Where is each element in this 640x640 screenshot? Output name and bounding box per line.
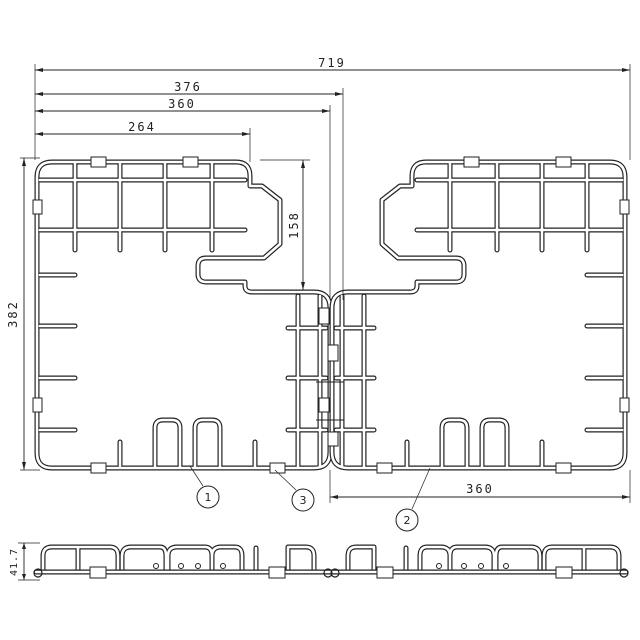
callout-3: 3 — [274, 469, 315, 512]
callout-2: 2 — [395, 467, 431, 532]
dim-382: 382 — [6, 300, 20, 328]
side-view — [33, 544, 629, 579]
dim-158: 158 — [287, 211, 301, 239]
dim-360-top: 360 — [168, 97, 196, 111]
svg-text:3: 3 — [300, 494, 307, 507]
dimension-lines — [22, 68, 630, 580]
callout-1: 1 — [189, 465, 220, 509]
dim-376: 376 — [174, 80, 202, 94]
svg-text:2: 2 — [404, 514, 411, 527]
extension-lines — [18, 64, 631, 581]
dim-overall-width: 719 — [318, 56, 346, 70]
dim-side-height: 41.7 — [9, 548, 20, 576]
basket-left — [33, 157, 330, 473]
dim-264: 264 — [128, 120, 156, 134]
center-joint — [316, 307, 344, 447]
dim-360-bottom: 360 — [466, 482, 494, 496]
svg-text:1: 1 — [205, 491, 212, 504]
basket-right — [332, 157, 629, 473]
